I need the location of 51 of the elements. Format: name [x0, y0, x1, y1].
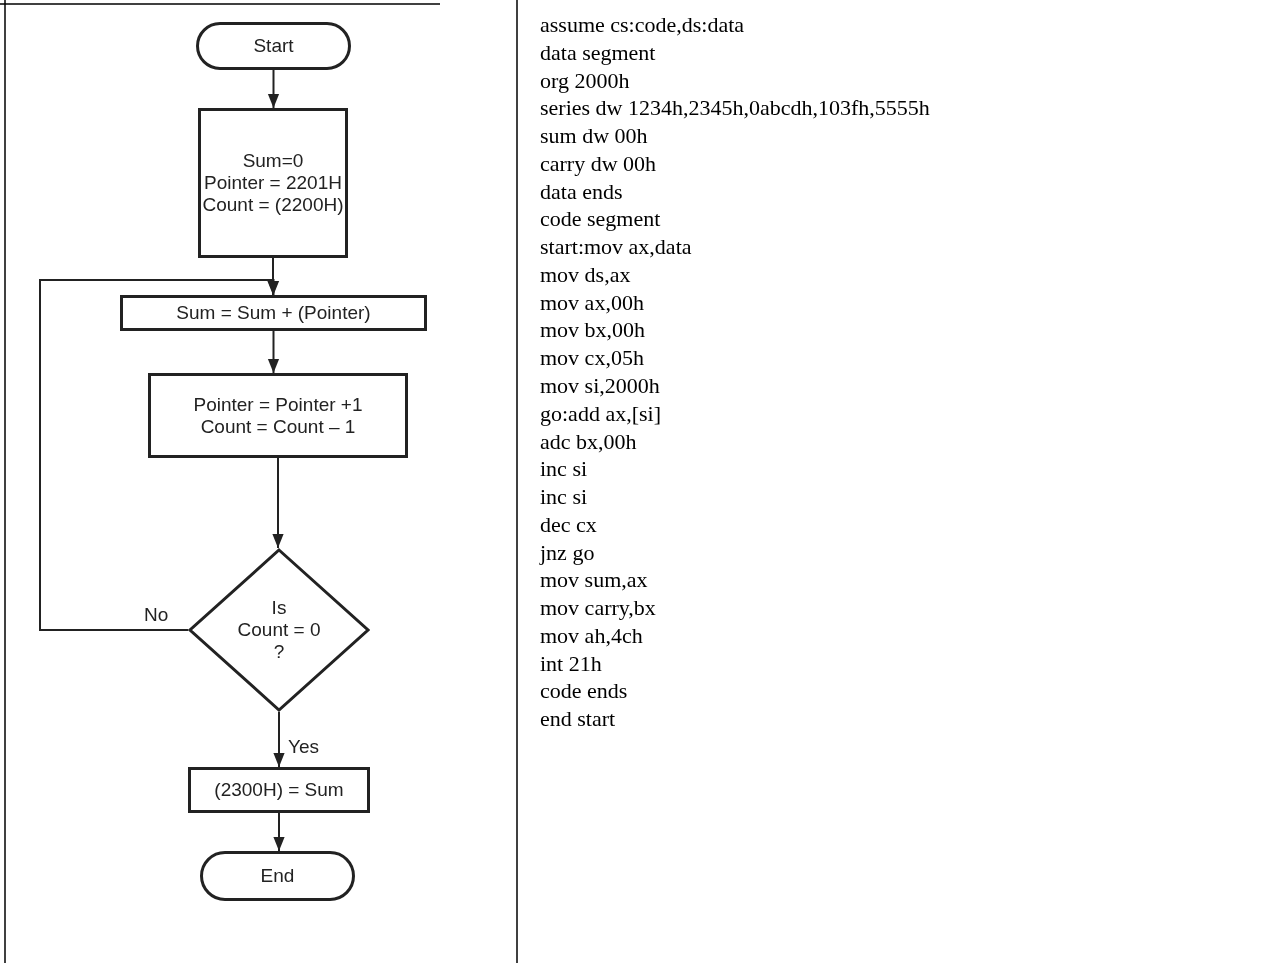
process-box	[198, 108, 348, 258]
terminal-shape	[196, 22, 351, 70]
code-line: series dw 1234h,2345h,0abcdh,103fh,5555h	[540, 97, 930, 120]
code-line: int 21h	[540, 652, 602, 675]
code-line: mov cx,05h	[540, 347, 644, 370]
node-text: (2300H) = Sum	[214, 779, 344, 801]
process-box	[120, 295, 427, 331]
arrow	[273, 711, 285, 768]
code-line: mov ax,00h	[540, 291, 644, 314]
code-line: mov ds,ax	[540, 263, 631, 286]
node-text: Pointer = 2201H	[204, 172, 342, 194]
code-line: org 2000h	[540, 69, 630, 92]
code-line: assume cs:code,ds:data	[540, 14, 745, 36]
code-line: mov ah,4ch	[540, 624, 643, 647]
arrow	[272, 457, 284, 549]
node-text: Count = Count – 1	[200, 415, 356, 438]
code-line: dec cx	[540, 513, 597, 536]
arrow	[267, 69, 280, 109]
code-line: mov carry,bx	[540, 597, 656, 620]
code-line: mov sum,ax	[540, 569, 648, 592]
code-line: sum dw 00h	[540, 125, 648, 148]
code-line: adc bx,00h	[540, 430, 637, 453]
arrow	[39, 279, 280, 631]
node-text: Is	[271, 597, 287, 620]
code-line: inc si	[540, 458, 588, 481]
node-text: Sum = Sum + (Pointer)	[176, 302, 371, 324]
code-line: mov bx,00h	[540, 319, 646, 342]
code-line: data segment	[540, 41, 656, 64]
process-box	[148, 373, 408, 458]
node-text: Count = (2200H)	[202, 193, 344, 216]
node-text: ?	[273, 640, 285, 663]
code-line: code segment	[540, 208, 661, 231]
terminal-shape	[200, 851, 355, 901]
node-text: End	[260, 865, 295, 887]
code-line: start:mov ax,data	[540, 236, 692, 259]
code-line: code ends	[540, 680, 628, 703]
node-text: Pointer = Pointer +1	[193, 393, 363, 416]
decision-diamond	[188, 548, 370, 712]
code-line: jnz go	[540, 541, 595, 564]
node-text: Sum=0	[242, 150, 304, 173]
node-text: Count = 0	[237, 619, 321, 641]
code-line: inc si	[540, 486, 588, 509]
code-line: mov si,2000h	[540, 375, 660, 397]
code-line: data ends	[540, 180, 623, 203]
process-box	[188, 767, 370, 813]
code-line: go:add ax,[si]	[540, 402, 661, 425]
arrow	[273, 812, 285, 852]
arrow	[267, 330, 280, 374]
code-line: carry dw 00h	[540, 152, 657, 175]
code-line: end start	[540, 708, 616, 731]
node-text: Start	[253, 35, 294, 57]
